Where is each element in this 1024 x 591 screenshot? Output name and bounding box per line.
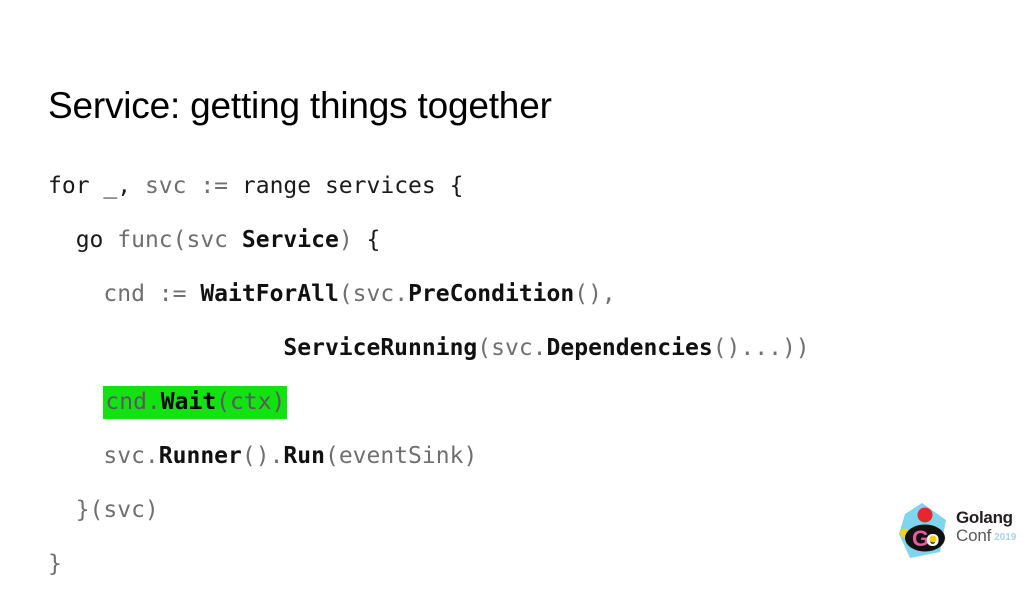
- code-line: ServiceRunning(svc.Dependencies()...)): [48, 321, 948, 375]
- code-token: Run: [283, 443, 325, 469]
- code-token: ): [338, 227, 353, 253]
- code-token: func(svc: [117, 227, 242, 253]
- go-badge-g-letter: G: [912, 526, 929, 551]
- code-token: Runner: [158, 443, 242, 469]
- code-token: (ctx): [216, 389, 286, 415]
- code-token: (eventSink): [324, 443, 478, 469]
- code-token: (svc.: [338, 281, 409, 307]
- code-token: [48, 335, 283, 361]
- code-line: for _, svc := range services {: [48, 159, 948, 213]
- code-token: }(svc): [48, 497, 159, 523]
- code-line: }(svc): [48, 483, 948, 537]
- code-token: [48, 227, 76, 253]
- code-token: for: [48, 173, 104, 199]
- code-token: cnd :=: [48, 281, 201, 307]
- code-token: {: [352, 227, 381, 253]
- code-token: Dependencies: [546, 335, 713, 361]
- logo-golang-label: Golang: [956, 508, 1013, 527]
- code-token: (),: [574, 281, 616, 307]
- code-token: svc: [144, 173, 201, 199]
- code-block: for _, svc := range services { go func(s…: [48, 159, 948, 591]
- logo-year-label: 2019: [994, 532, 1017, 543]
- code-token: _,: [103, 173, 145, 199]
- code-line: cnd.Wait(ctx): [48, 375, 948, 429]
- golangconf-logo-mark: G o: [899, 503, 946, 558]
- code-token: }: [48, 551, 62, 577]
- code-line: go func(svc Service) {: [48, 213, 948, 267]
- code-token: svc.: [48, 443, 159, 469]
- go-badge-o-dot: [929, 535, 937, 543]
- code-token: [48, 389, 103, 415]
- code-token: ServiceRunning: [283, 335, 478, 361]
- page-title: Service: getting things together: [48, 84, 552, 126]
- slide-canvas: Service: getting things together for _, …: [48, 84, 1020, 577]
- code-highlight: cnd.Wait(ctx): [103, 386, 288, 419]
- code-token: PreCondition: [408, 281, 575, 307]
- code-token: Service: [241, 227, 339, 253]
- code-token: ()...)): [712, 335, 810, 361]
- code-token: ().: [241, 443, 284, 469]
- code-token: Wait: [160, 389, 217, 415]
- code-token: WaitForAll: [200, 281, 339, 307]
- code-token: (svc.: [477, 335, 547, 361]
- code-line: svc.Runner().Run(eventSink): [48, 429, 948, 483]
- code-token: :=: [200, 173, 242, 199]
- go-badge: [905, 524, 945, 552]
- red-dot-icon: [917, 507, 933, 523]
- code-token: cnd.: [105, 389, 161, 415]
- logo-conf-label: Conf: [956, 526, 992, 545]
- code-token: go: [75, 227, 118, 253]
- code-token: range services {: [241, 173, 464, 199]
- code-line: cnd := WaitForAll(svc.PreCondition(),: [48, 267, 948, 321]
- code-line: }: [48, 537, 948, 591]
